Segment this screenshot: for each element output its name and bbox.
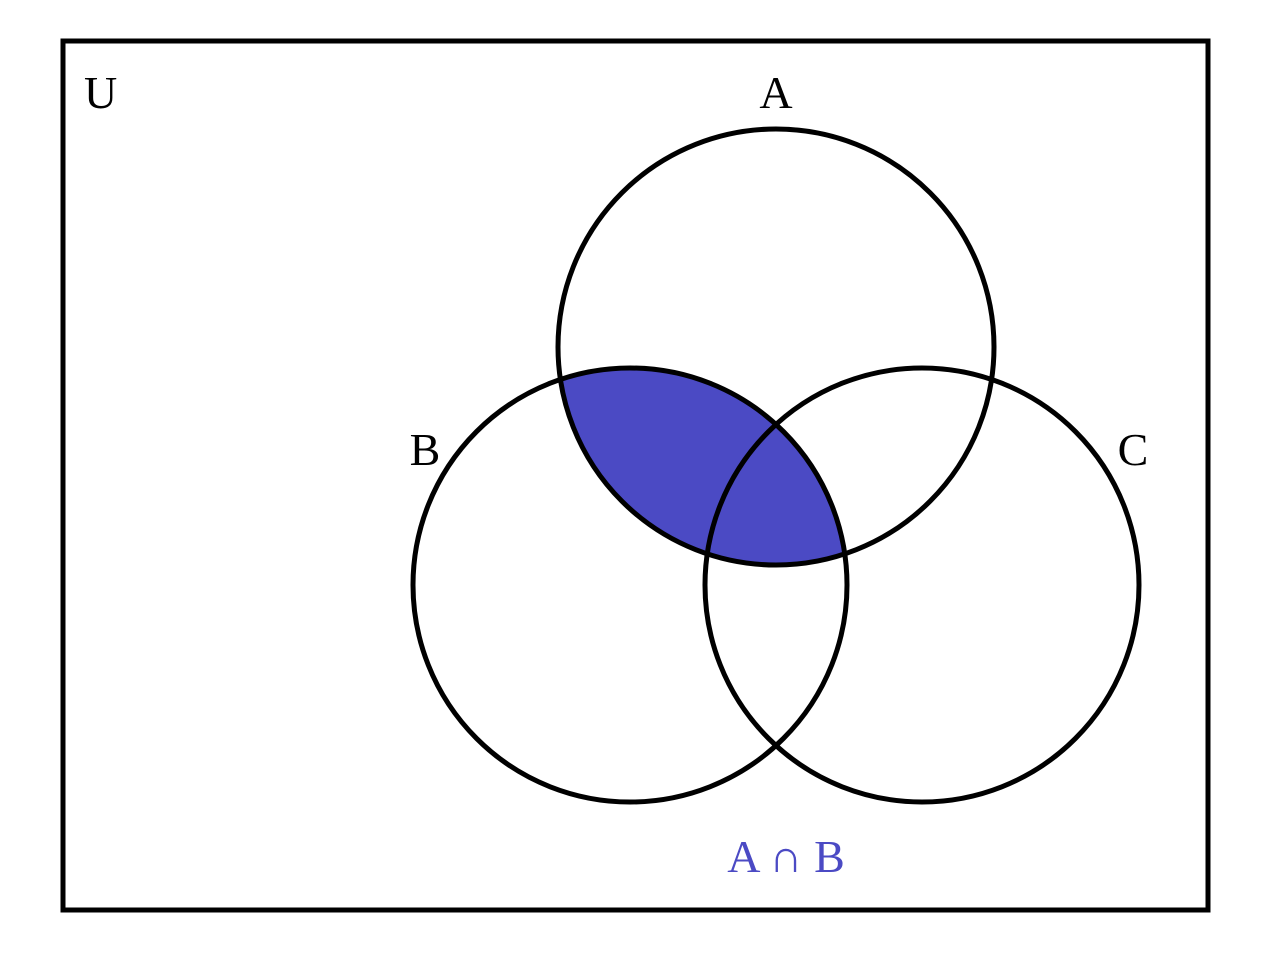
shaded-region-a-intersect-b <box>558 368 847 565</box>
universe-rectangle <box>60 38 1211 913</box>
set-circle-c[interactable] <box>702 365 1142 805</box>
universe-label: U <box>84 67 117 118</box>
set-circle-b[interactable] <box>410 365 850 805</box>
set-label-b: B <box>410 424 441 475</box>
set-label-a: A <box>759 67 792 118</box>
set-label-c: C <box>1118 424 1149 475</box>
set-expression-caption: A ∩ B <box>727 831 845 882</box>
set-circle-a[interactable] <box>555 126 997 568</box>
